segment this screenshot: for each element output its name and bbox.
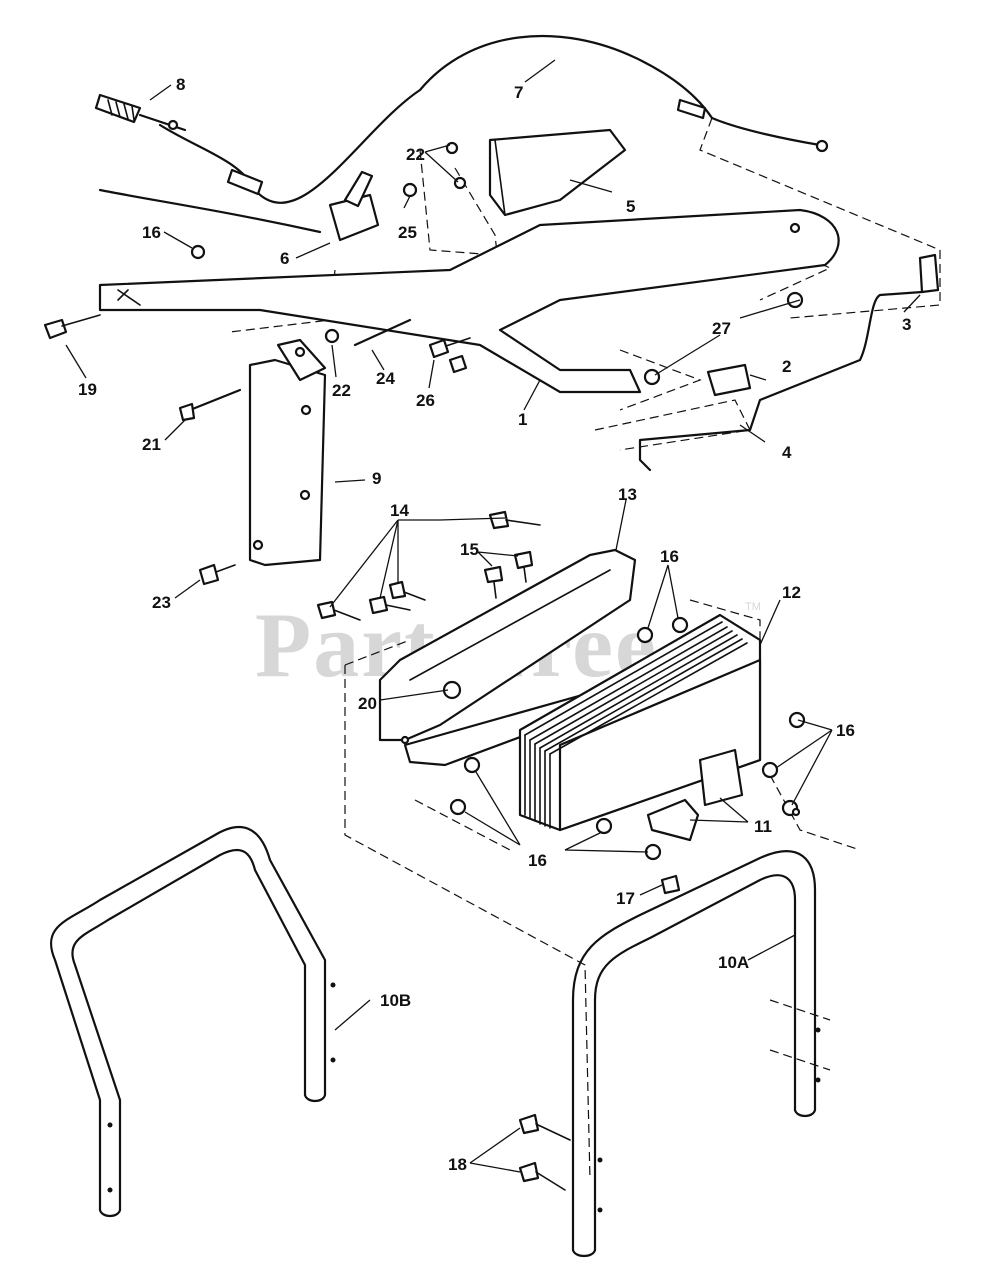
callout-3: 3 bbox=[902, 315, 911, 334]
callout-15: 15 bbox=[460, 540, 479, 559]
tube-frame-10b bbox=[49, 826, 336, 1218]
watermark-trademark: TM bbox=[745, 601, 761, 613]
finned-component bbox=[518, 613, 762, 832]
callout-4: 4 bbox=[782, 443, 792, 462]
throttle-control bbox=[328, 170, 418, 242]
callout-16-lower: 16 bbox=[528, 851, 547, 870]
callout-25: 25 bbox=[398, 223, 417, 242]
handle-frame bbox=[98, 208, 840, 394]
angle-brackets bbox=[646, 748, 744, 842]
callout-9: 9 bbox=[372, 469, 381, 488]
callout-17: 17 bbox=[616, 889, 635, 908]
callout-26: 26 bbox=[416, 391, 435, 410]
callout-23: 23 bbox=[152, 593, 171, 612]
bolts-upper bbox=[43, 244, 471, 586]
leader-lines bbox=[65, 59, 921, 1173]
callout-12: 12 bbox=[782, 583, 801, 602]
callout-8: 8 bbox=[176, 75, 185, 94]
callout-2: 2 bbox=[782, 357, 791, 376]
bolt-17 bbox=[660, 874, 681, 895]
callout-1: 1 bbox=[518, 410, 527, 429]
control-cable bbox=[94, 34, 829, 234]
callout-27: 27 bbox=[712, 319, 731, 338]
cover-bracket bbox=[445, 128, 627, 217]
callout-16-right: 16 bbox=[836, 721, 855, 740]
callout-21: 21 bbox=[142, 435, 161, 454]
callout-10a: 10A bbox=[718, 953, 749, 972]
callout-labels: 8 7 22 5 25 6 16 2 3 27 4 1 19 21 22 24 … bbox=[78, 75, 911, 1174]
bolts-18 bbox=[518, 1113, 571, 1191]
tube-frame-10a bbox=[571, 850, 821, 1258]
callout-22-top: 22 bbox=[406, 145, 425, 164]
callout-19: 19 bbox=[78, 380, 97, 399]
callout-16-top: 16 bbox=[142, 223, 161, 242]
support-pedestal bbox=[248, 338, 327, 567]
callout-18: 18 bbox=[448, 1155, 467, 1174]
callout-7: 7 bbox=[514, 83, 523, 102]
callout-16-upper: 16 bbox=[660, 547, 679, 566]
callout-20: 20 bbox=[358, 694, 377, 713]
linkage-parts bbox=[638, 253, 940, 472]
callout-5: 5 bbox=[626, 197, 635, 216]
callout-14: 14 bbox=[390, 501, 409, 520]
callout-24: 24 bbox=[376, 369, 395, 388]
callout-22: 22 bbox=[332, 381, 351, 400]
callout-6: 6 bbox=[280, 249, 289, 268]
callout-13: 13 bbox=[618, 485, 637, 504]
callout-10b: 10B bbox=[380, 991, 411, 1010]
callout-11: 11 bbox=[754, 817, 772, 836]
